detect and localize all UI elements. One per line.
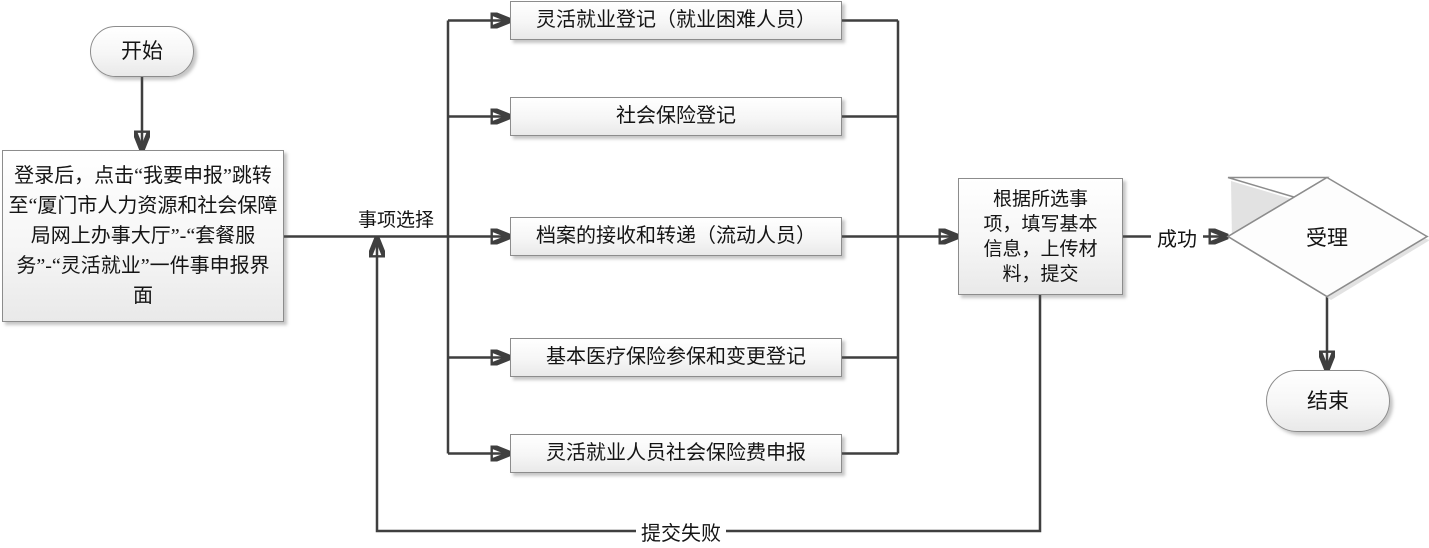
option-label: 基本医疗保险参保和变更登记	[546, 346, 806, 368]
login-step-label: 登录后，点击“我要申报”跳转至“厦门市人力资源和社会保障局网上办事大厅”-“套餐…	[8, 165, 278, 307]
login-step-node: 登录后，点击“我要申报”跳转至“厦门市人力资源和社会保障局网上办事大厅”-“套餐…	[2, 150, 284, 322]
edge-label-success: 成功	[1151, 224, 1203, 251]
option-basic-medical-insurance: 基本医疗保险参保和变更登记	[510, 338, 842, 377]
edge-label-item-selection: 事项选择	[346, 205, 446, 231]
start-node: 开始	[90, 26, 194, 77]
edge-label-text: 提交失败	[641, 522, 721, 545]
edge-label-text: 事项选择	[357, 209, 434, 231]
option-social-insurance-fee-declare: 灵活就业人员社会保险费申报	[510, 434, 842, 473]
option-label: 社会保险登记	[616, 105, 736, 127]
option-flexible-employment-registration: 灵活就业登记（就业困难人员）	[510, 1, 842, 40]
option-archive-receive-transfer: 档案的接收和转递（流动人员）	[510, 217, 842, 256]
accept-decision-label: 受理	[1306, 226, 1348, 250]
option-social-insurance-registration: 社会保险登记	[510, 97, 842, 136]
end-node: 结束	[1266, 370, 1390, 432]
end-node-label: 结束	[1307, 388, 1349, 413]
edge-label-text: 成功	[1157, 228, 1197, 251]
option-label: 档案的接收和转递（流动人员）	[536, 225, 816, 247]
start-node-label: 开始	[121, 39, 163, 64]
edge-fail-feedback	[377, 239, 1042, 533]
fill-submit-node: 根据所选事项，填写基本信息，上传材料，提交	[958, 178, 1123, 295]
accept-decision-node: 受理	[1252, 222, 1402, 252]
option-label: 灵活就业人员社会保险费申报	[546, 442, 806, 464]
option-label: 灵活就业登记（就业困难人员）	[536, 9, 816, 31]
fill-submit-label: 根据所选事项，填写基本信息，上传材料，提交	[983, 188, 1098, 285]
accept-diamond-shape-outline	[1226, 176, 1429, 298]
edge-label-submit-failed: 提交失败	[636, 517, 726, 545]
